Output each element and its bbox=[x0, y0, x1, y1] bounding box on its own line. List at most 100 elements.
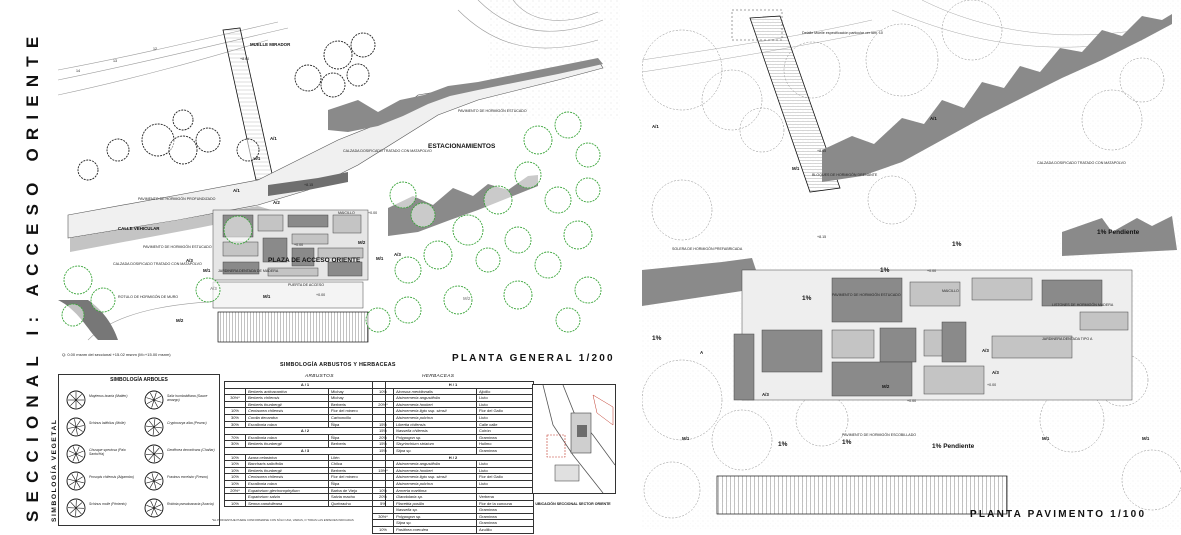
species-group-label: A / 1 bbox=[225, 382, 386, 389]
species-sci-cell: Alstroemeria ligtu ssp. simsii bbox=[394, 408, 477, 415]
tree-legend-label: Prosopis chilensis (Algarrobo) bbox=[89, 475, 137, 479]
species-pct-cell: 20% bbox=[373, 434, 394, 441]
tree-symbol-icon bbox=[65, 497, 87, 519]
tree-canopy bbox=[169, 136, 197, 164]
species-pct-cell: 20%* bbox=[373, 401, 394, 408]
species-com-cell: Flor de la cuncuna bbox=[477, 500, 534, 507]
pct-7: 1% bbox=[778, 441, 788, 448]
species-pct-cell: 10% bbox=[225, 467, 246, 474]
tree-symbol-icon bbox=[65, 389, 87, 411]
species-sci-cell: Placettia pusilla bbox=[394, 500, 477, 507]
tree-canopy bbox=[366, 308, 390, 332]
species-sci-cell: Alstroemeria hookeri bbox=[394, 401, 477, 408]
species-pct-cell bbox=[373, 520, 394, 527]
species-pct-cell: 15% bbox=[373, 421, 394, 428]
pct-1: 1% Pendiente bbox=[932, 443, 975, 450]
species-pct-cell: 10% bbox=[373, 487, 394, 494]
jardin-label: JARDINERA DENTADA DE MADERA bbox=[218, 269, 279, 273]
tree-canopy bbox=[556, 308, 580, 332]
species-sci-cell: Alstroemeria pulchra bbox=[394, 414, 477, 421]
species-group-row: H / 1 bbox=[373, 382, 534, 389]
pct-4: 1% bbox=[802, 295, 812, 302]
bloques-r: BLOQUES DE HORMIGÓN DRENANTE bbox=[812, 172, 878, 177]
pct-5: 1% bbox=[652, 335, 662, 342]
species-row: 15%Stipa sp.Gramínea bbox=[373, 447, 534, 454]
tree-legend-label: Geoffroea decorticans (Chañar) bbox=[167, 448, 215, 452]
contour-label-14: 14 bbox=[76, 69, 80, 73]
pav-esc-r: PAVIMENTO DE HORMIGÓN ESCOBILLADO bbox=[842, 432, 916, 437]
tree-legend-label: Robinia pseudoacacia (Acacia) bbox=[167, 502, 215, 506]
code-11: A/3 bbox=[394, 252, 401, 257]
species-com-cell: Flor del Gallo bbox=[477, 408, 534, 415]
tree-canopy bbox=[524, 126, 552, 154]
species-row: Stipa sp.Gramínea bbox=[373, 520, 534, 527]
tree-canopy bbox=[78, 160, 98, 180]
species-pct-cell: 10% bbox=[373, 388, 394, 395]
tree-canopy bbox=[91, 288, 115, 312]
tree-legend-item: Salix humboldtiana (Sauce amargo) bbox=[141, 387, 221, 413]
tree-canopy bbox=[351, 33, 375, 57]
species-pct-cell: 10% bbox=[225, 480, 246, 487]
key-map bbox=[532, 384, 616, 494]
species-pct-cell bbox=[373, 461, 394, 468]
tree-canopy bbox=[107, 139, 129, 161]
species-pct-cell bbox=[373, 408, 394, 415]
species-pct-cell bbox=[373, 414, 394, 421]
tree-legend-item: Chusque speciosa (Palo Santo/Ha) bbox=[63, 441, 143, 467]
pav-est-r: PAVIMENTO DE HORMIGÓN ESTUCADO bbox=[832, 292, 901, 297]
species-sci-cell: Nassella sp. bbox=[394, 507, 477, 514]
species-group-row: H / 2 bbox=[373, 454, 534, 461]
species-com-cell: Liuto bbox=[477, 395, 534, 402]
jardinera-r: JARDINERA DENTADA TIPO A bbox=[1042, 337, 1093, 341]
code-r1: M/1 bbox=[792, 166, 800, 171]
species-sci-cell: Berberis thunbergii bbox=[246, 441, 329, 448]
pergola-right bbox=[717, 476, 1007, 514]
species-pct-cell: 30%* bbox=[373, 513, 394, 520]
level-3: +0.00 bbox=[368, 211, 377, 215]
species-sci-cell: Berberis thunbergii bbox=[246, 401, 329, 408]
tree-legend-item: Robinia pseudoacacia (Acacia) bbox=[141, 495, 221, 521]
tree-canopy bbox=[476, 248, 500, 272]
sheet-vertical-title: SECCIONAL I: ACCESO ORIENTE bbox=[14, 8, 48, 523]
level-r1: +8.15 bbox=[817, 235, 826, 239]
tree-legend-item: Schinus latifolius (Molle) bbox=[63, 414, 143, 440]
level-r4: +0.00 bbox=[987, 383, 996, 387]
keymap-caption: UBICACIÓN SECCIONAL SECTOR ORIENTE bbox=[532, 502, 614, 506]
species-com-cell: Coirón bbox=[477, 428, 534, 435]
level-r3: +0.00 bbox=[907, 399, 916, 403]
tree-legend-title: SIMBOLOGÍA ARBOLES bbox=[59, 377, 219, 383]
arbustos-head: ARBUSTOS bbox=[305, 374, 334, 379]
species-sci-cell: Libertia chilensis bbox=[394, 421, 477, 428]
species-com-cell: Huilmo bbox=[477, 441, 534, 448]
species-pct-cell: 10% bbox=[225, 500, 246, 507]
species-row: 10%Armeria maritima bbox=[373, 487, 534, 494]
tree-canopy bbox=[395, 257, 421, 283]
species-com-cell: Liuto bbox=[477, 461, 534, 468]
species-sci-cell: Berberis chilensis bbox=[246, 395, 329, 402]
listones-r: LISTONES DE HORMIGÓN MADERA bbox=[1052, 302, 1114, 307]
tree-legend-item: Cryptocarya alba (Peumo) bbox=[141, 414, 221, 440]
tree-symbol-icon bbox=[143, 497, 165, 519]
pav2-label: PAVIMENTO DE HORMIGÓN PROFUNDIZADO bbox=[138, 196, 216, 201]
species-pct-cell bbox=[373, 480, 394, 487]
species-sci-cell: Stipa sp. bbox=[394, 520, 477, 527]
tree-legend-item: Fraxinus excelsior (Fresno) bbox=[141, 468, 221, 494]
pavement-right bbox=[734, 270, 1132, 400]
code-r6: M/2 bbox=[882, 384, 890, 389]
species-group-row: A / 3 bbox=[225, 447, 386, 454]
